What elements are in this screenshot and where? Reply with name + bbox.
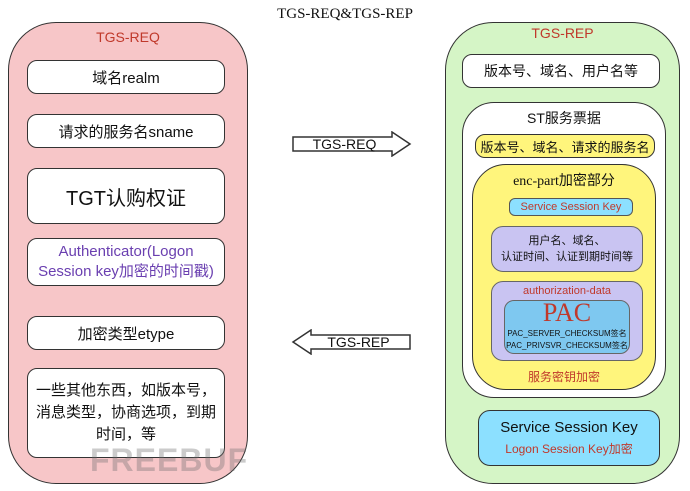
authenticator-line-2: Session key加密的时间戳): [38, 263, 214, 280]
pac-box: [504, 300, 630, 354]
tgs-rep-arrow-label: TGS-REP: [327, 334, 390, 350]
user-info-line-1: 用户名、域名、: [528, 235, 606, 247]
etype-box: 加密类型etype: [27, 316, 225, 350]
st-title: ST服务票据: [527, 110, 601, 126]
authorization-data-title: authorization-data: [522, 285, 612, 297]
pac-title: PAC: [542, 298, 592, 327]
tgs-req-arrow: [292, 131, 412, 157]
pac-privsvr-checksum: PAC_PRIVSVR_CHECKSUM签名: [506, 340, 628, 350]
realm-box: 域名realm: [27, 60, 225, 94]
service-session-key-box: Service Session Key Logon Session Key加密: [478, 410, 660, 466]
left-arrow-icon: [291, 329, 411, 355]
st-version-box: 版本号、域名、请求的服务名: [475, 134, 655, 158]
right-arrow-icon: [292, 131, 412, 157]
tgs-req-arrow-label: TGS-REQ: [312, 136, 377, 152]
tgs-req-header: TGS-REQ: [96, 29, 160, 45]
diagram-title: TGS-REQ&TGS-REP: [277, 6, 413, 22]
other-line-1: 一些其他东西，如版本号，: [35, 382, 216, 399]
authenticator-box: Authenticator(Logon Session key加密的时间戳): [27, 238, 225, 286]
service-key-encryption-label: 服务密钥加密: [527, 369, 600, 384]
authenticator-line-1: Authenticator(Logon: [58, 243, 194, 260]
service-session-key-small: Service Session Key: [509, 198, 633, 216]
other-line-3: 时间，等: [95, 426, 156, 443]
tgs-rep-header: TGS-REP: [531, 25, 594, 41]
tgt-box: TGT认购权证: [27, 168, 225, 224]
user-info-box: 用户名、域名、 认证时间、认证到期时间等: [491, 226, 643, 272]
version-box: 版本号、域名、用户名等: [462, 54, 660, 88]
service-session-key-label: Service Session Key: [500, 419, 638, 436]
freebuf-watermark: FREEBUF: [90, 442, 249, 478]
sname-box: 请求的服务名sname: [27, 114, 225, 148]
other-info-box: 一些其他东西，如版本号， 消息类型，协商选项，到期 时间，等: [27, 368, 225, 458]
tgs-rep-arrow: [291, 329, 411, 355]
user-info-line-2: 认证时间、认证到期时间等: [501, 251, 633, 263]
logon-session-key-enc-label: Logon Session Key加密: [505, 442, 633, 456]
other-line-2: 消息类型，协商选项，到期: [35, 404, 216, 421]
pac-server-checksum: PAC_SERVER_CHECKSUM签名: [507, 328, 627, 338]
enc-part-title: enc-part加密部分: [513, 174, 615, 189]
